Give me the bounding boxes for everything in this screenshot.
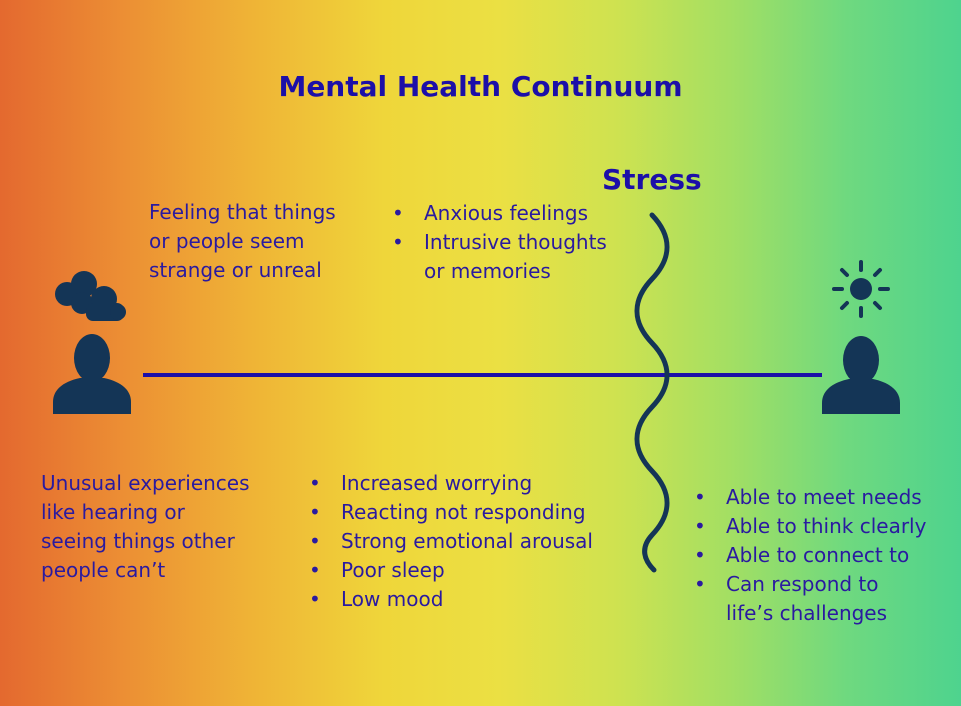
list-item: Increased worrying — [309, 469, 593, 498]
unreal-feelings-text: Feeling that things or people seem stran… — [149, 198, 336, 285]
wellbeing-list: Able to meet needs Able to think clearly… — [694, 483, 926, 599]
stress-label: Stress — [602, 163, 702, 196]
list-item: Can respond to — [694, 570, 926, 599]
person-icon-right — [822, 336, 900, 414]
list-item: Poor sleep — [309, 556, 593, 585]
diagram-title: Mental Health Continuum — [278, 70, 683, 103]
person-icon-left — [53, 334, 131, 414]
stress-symptoms-list: Anxious feelings Intrusive thoughts — [392, 199, 607, 257]
sun-icon — [832, 260, 890, 318]
text-line: Feeling that things — [149, 200, 336, 224]
list-item: Reacting not responding — [309, 498, 593, 527]
text-line: seeing things other — [41, 529, 235, 553]
text-line: or people seem — [149, 229, 305, 253]
list-item-continuation: or memories — [424, 259, 551, 283]
list-item: Able to meet needs — [694, 483, 926, 512]
list-item-continuation: life’s challenges — [726, 601, 888, 625]
list-item: Intrusive thoughts — [392, 228, 607, 257]
list-item: Able to connect to — [694, 541, 926, 570]
unusual-experiences-text: Unusual experiences like hearing or seei… — [41, 469, 250, 585]
distress-symptoms-list: Increased worrying Reacting not respondi… — [309, 469, 593, 614]
list-item: Anxious feelings — [392, 199, 607, 228]
list-item: Low mood — [309, 585, 593, 614]
stress-wave-line — [634, 212, 670, 573]
text-line: strange or unreal — [149, 258, 322, 282]
cloud-icon — [55, 271, 126, 321]
list-item: Strong emotional arousal — [309, 527, 593, 556]
text-line: people can’t — [41, 558, 166, 582]
text-line: Unusual experiences — [41, 471, 250, 495]
list-item: Able to think clearly — [694, 512, 926, 541]
text-line: like hearing or — [41, 500, 185, 524]
